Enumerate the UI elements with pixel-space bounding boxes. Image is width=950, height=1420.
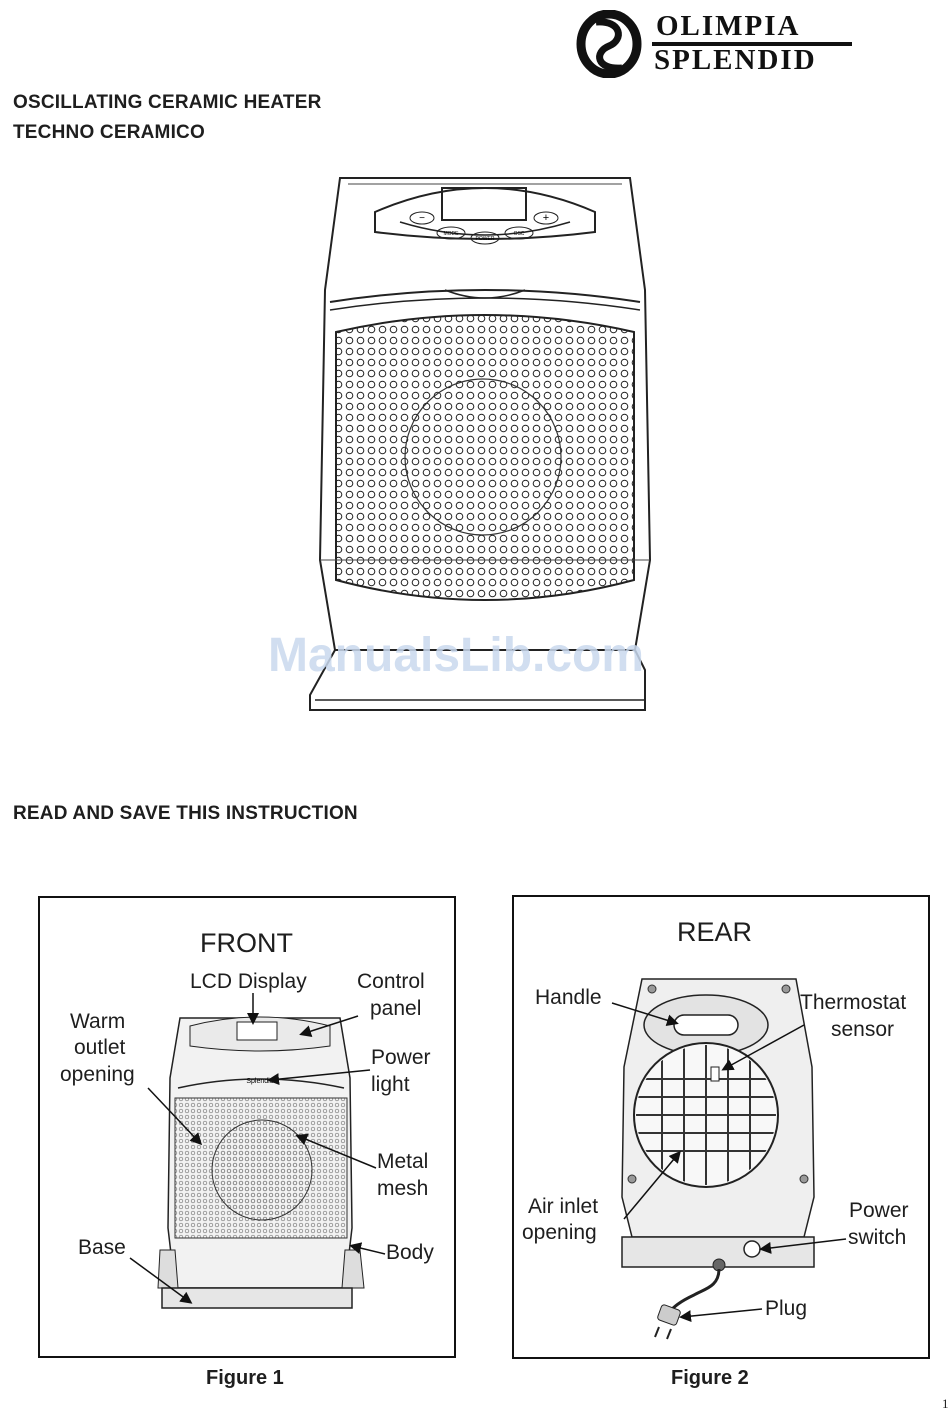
label-power-light-2: light [371,1073,410,1096]
watermark: ManualsLib.com [268,629,645,682]
front-view-drawing: Splendid [129,993,386,1309]
label-metal-mesh-2: mesh [377,1177,429,1200]
power-button-label: POWER [476,236,495,242]
product-subtitle: TECHNO CERAMICO [13,122,205,143]
label-power-switch-2: switch [848,1226,907,1249]
figure-2-caption: Figure 2 [671,1367,749,1389]
read-and-save-notice: READ AND SAVE THIS INSTRUCTION [13,803,358,824]
label-body: Body [386,1241,434,1264]
olimpia-splendid-emblem [576,9,852,79]
figure-1-panel: Splendid [38,896,456,1358]
brand-line2: SPLENDID [654,44,817,76]
label-air-inlet-2: opening [522,1221,597,1244]
label-air-inlet-1: Air inlet [528,1195,599,1218]
label-power-switch-1: Power [849,1199,909,1222]
label-lcd-display: LCD Display [190,970,307,993]
label-base: Base [78,1236,126,1259]
label-thermostat-2: sensor [831,1018,895,1041]
label-handle: Handle [535,986,602,1009]
brand-line1: OLIMPIA [656,10,801,42]
figure-1-title: FRONT [200,928,293,958]
label-warm-outlet-1: Warm [70,1010,126,1033]
mode-button-label: MODE [444,231,460,237]
osc-button-label: OSC [514,231,525,237]
rear-view-drawing [611,978,847,1340]
label-control-panel-1: Control [357,970,425,993]
label-control-panel-2: panel [370,997,422,1020]
brand-badge: Splendid [246,1078,273,1085]
plus-button-glyph: + [543,212,549,224]
figure-2-title: REAR [677,917,753,947]
figure-1-caption: Figure 1 [206,1367,284,1389]
label-power-light-1: Power [371,1046,431,1069]
label-warm-outlet-3: opening [60,1063,135,1086]
label-warm-outlet-2: outlet [74,1036,126,1059]
product-title: OSCILLATING CERAMIC HEATER [13,92,322,113]
label-thermostat-1: Thermostat [800,991,907,1014]
figure-2-panel [512,895,930,1359]
brand-logo [574,9,864,79]
page-number: 1 [942,1396,949,1411]
heater-illustration: − + MODE POWER OSC [300,170,670,718]
minus-button-glyph: − [419,213,425,224]
label-metal-mesh-1: Metal [377,1150,429,1173]
heater-line-drawing: − + MODE POWER OSC [309,177,652,711]
label-plug: Plug [765,1297,808,1320]
